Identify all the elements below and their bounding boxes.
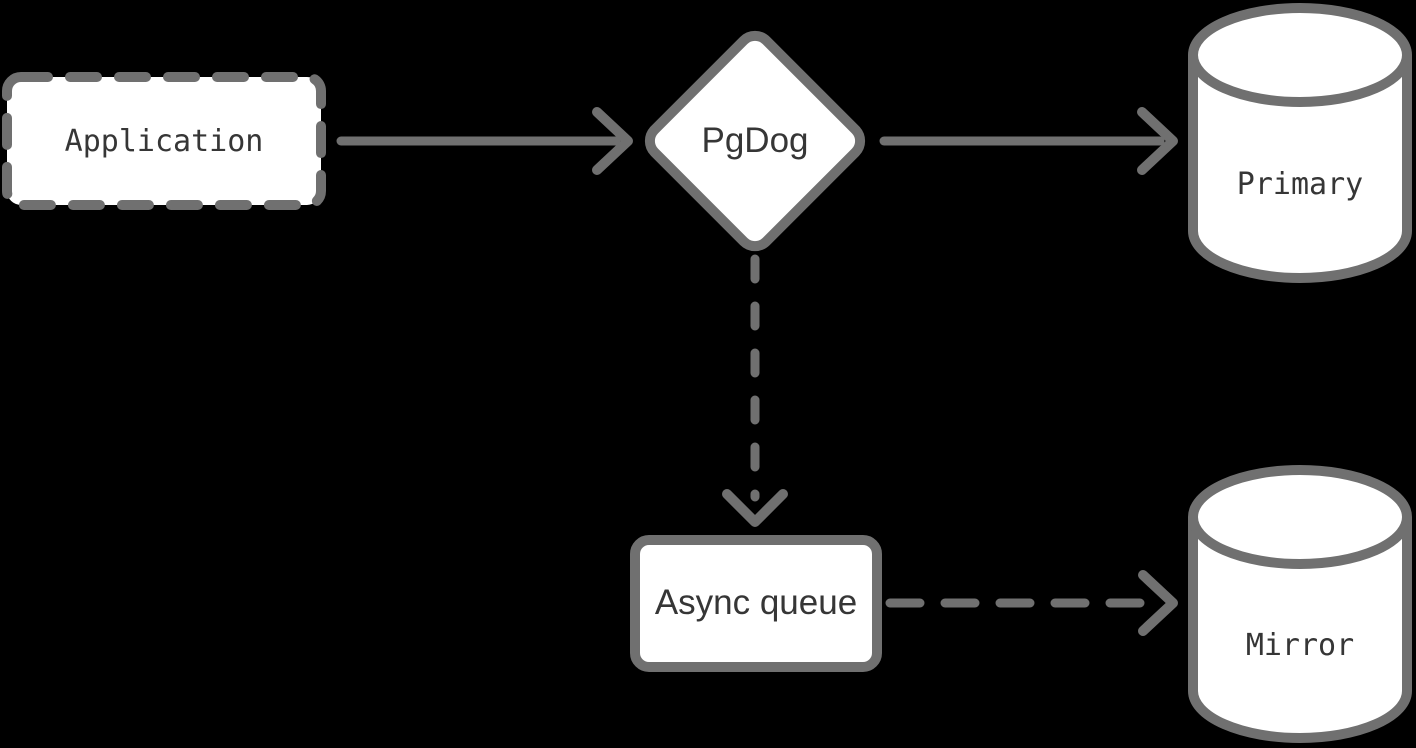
edge-pgdog-to-primary (879, 107, 1178, 175)
primary-node-shape (1188, 3, 1412, 283)
mirror-node-shape (1188, 465, 1412, 743)
async-queue-node-shape (630, 535, 882, 672)
cylinder-top (1188, 465, 1412, 569)
cylinder-body (1188, 517, 1412, 743)
arrowhead (592, 107, 633, 175)
cylinder-body (1188, 55, 1412, 283)
edge-pgdog-to-async-queue (722, 254, 788, 527)
arrowhead (1137, 107, 1178, 175)
arrowhead (1138, 570, 1178, 636)
cylinder-top (1188, 3, 1412, 107)
edge-async-queue-to-mirror (885, 570, 1178, 636)
pgdog-node-shape (644, 30, 866, 252)
edge-application-to-pgdog (336, 107, 633, 175)
application-node-shape (2, 72, 326, 210)
arrowhead (722, 489, 788, 527)
